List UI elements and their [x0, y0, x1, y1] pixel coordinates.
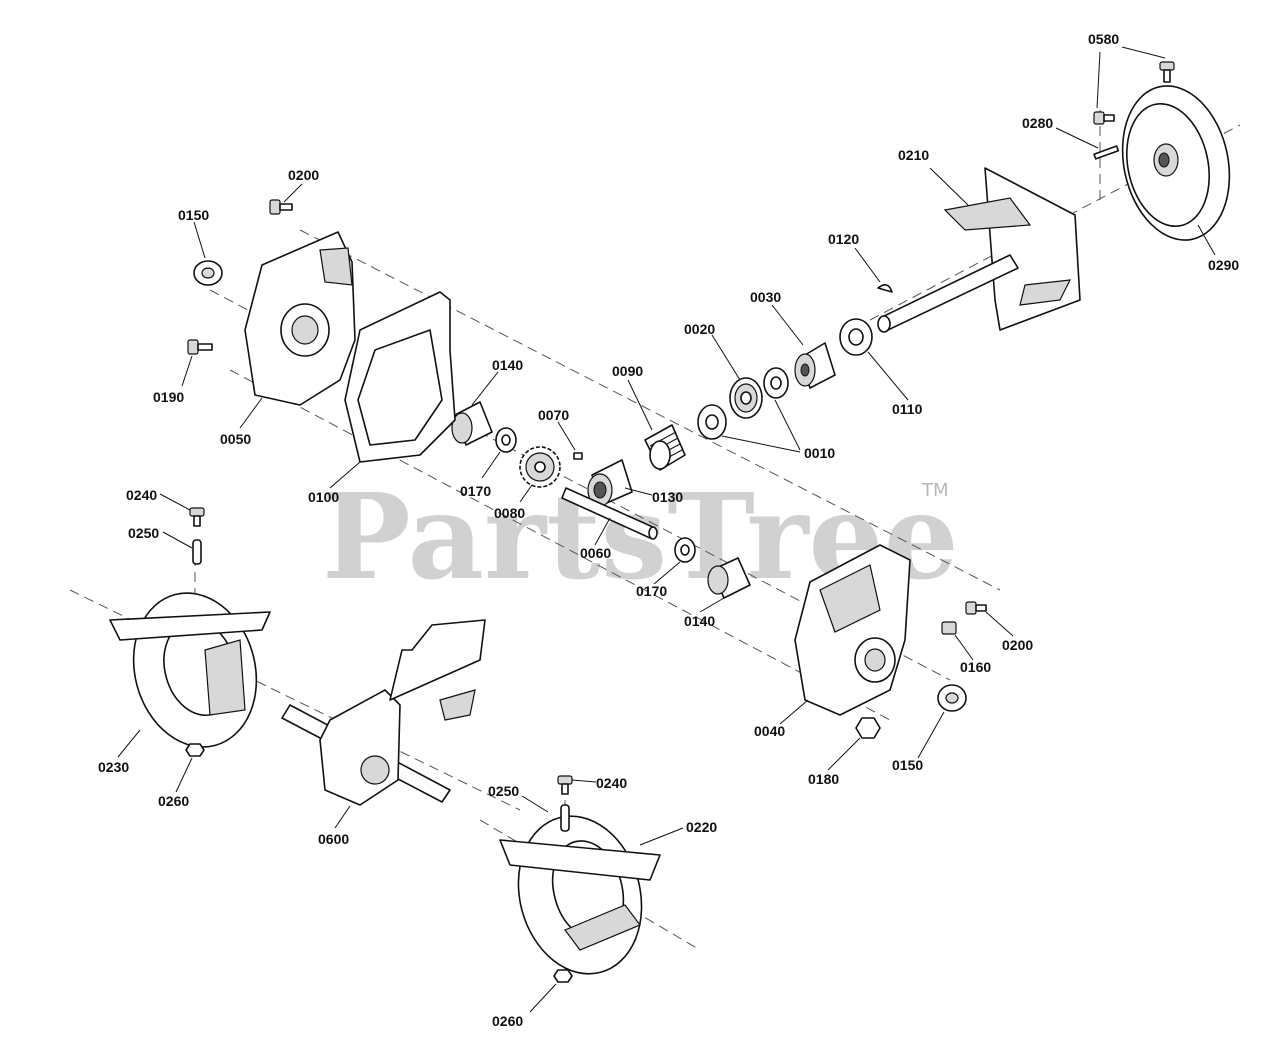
key-part — [1093, 145, 1120, 160]
hex-nut-0150-bottom — [937, 684, 967, 712]
trademark-mark: TM — [921, 480, 949, 501]
callout-0040: 0040 — [754, 723, 785, 739]
thrust-washer-part — [839, 318, 873, 356]
leader-lines — [117, 46, 1216, 1013]
woodruff-key-part — [877, 284, 893, 293]
spur-gear-part — [519, 446, 561, 488]
callout-0010: 0010 — [804, 445, 835, 461]
gasket-part — [344, 291, 456, 463]
callout-0230: 0230 — [98, 759, 129, 775]
callout-0080: 0080 — [494, 505, 525, 521]
flange-bearing-part — [794, 342, 836, 389]
callout-0130: 0130 — [652, 489, 683, 505]
callout-0070: 0070 — [538, 407, 569, 423]
callout-0160: 0160 — [960, 659, 991, 675]
callout-0140: 0140 — [492, 357, 523, 373]
washer-0170-bottom — [674, 537, 696, 563]
callout-0250: 0250 — [128, 525, 159, 541]
callout-0240: 0240 — [126, 487, 157, 503]
washer-outer-part — [763, 367, 789, 399]
callout-0120: 0120 — [828, 231, 859, 247]
carriage-bolt-top — [1159, 61, 1175, 83]
impeller-shaft-part — [877, 167, 1081, 333]
callout-0050: 0050 — [220, 431, 251, 447]
set-screw-0160 — [941, 621, 957, 635]
callout-0170-lower: 0170 — [636, 583, 667, 599]
hex-nut-0150-top — [193, 260, 223, 286]
callout-0290: 0290 — [1208, 257, 1239, 273]
worm-gear-part — [644, 424, 686, 471]
bushing-0140-bottom — [707, 557, 751, 599]
thrust-bearing-part — [729, 377, 763, 419]
drive-shaft-part — [561, 487, 658, 540]
carriage-bolt-side — [1093, 111, 1115, 125]
shear-bolt-0240-right — [557, 775, 573, 795]
callout-0220: 0220 — [686, 819, 717, 835]
callout-0200-lower: 0200 — [1002, 637, 1033, 653]
nut-0260-left — [185, 743, 205, 757]
spacer-0250-left — [192, 539, 202, 565]
callout-0580: 0580 — [1088, 31, 1119, 47]
auger-left-part — [109, 592, 271, 748]
callout-0060: 0060 — [580, 545, 611, 561]
washer-inner-part — [697, 404, 727, 440]
spacer-0250-right — [560, 804, 570, 832]
callout-0150-lower: 0150 — [892, 757, 923, 773]
gear-key-part — [573, 452, 583, 460]
callout-0170: 0170 — [460, 483, 491, 499]
bushing-0140-top — [451, 401, 493, 446]
callout-0260: 0260 — [158, 793, 189, 809]
gear-case-left-part — [244, 231, 356, 406]
callout-0090: 0090 — [612, 363, 643, 379]
auger-right-part — [499, 815, 661, 975]
callout-0210: 0210 — [898, 147, 929, 163]
nut-0180 — [855, 717, 881, 739]
shear-bolt-0240-left — [189, 507, 205, 527]
callout-0110: 0110 — [892, 401, 923, 417]
callout-0190: 0190 — [153, 389, 184, 405]
nut-0260-right — [553, 969, 573, 983]
sleeve-bearing-part — [587, 459, 633, 507]
callout-0280: 0280 — [1022, 115, 1053, 131]
callout-0260-lower: 0260 — [492, 1013, 523, 1029]
callout-0100: 0100 — [308, 489, 339, 505]
bolt-0200-top — [269, 199, 293, 215]
callout-0020: 0020 — [684, 321, 715, 337]
gearbox-assembly-part — [281, 619, 486, 806]
bolt-0200-bottom — [965, 601, 987, 615]
callout-0180: 0180 — [808, 771, 839, 787]
pulley-part — [1121, 85, 1231, 241]
callout-0250-lower: 0250 — [488, 783, 519, 799]
callout-0200: 0200 — [288, 167, 319, 183]
callout-0240-lower: 0240 — [596, 775, 627, 791]
gear-case-right-part — [794, 544, 911, 716]
bolt-0190 — [187, 339, 213, 355]
callout-0140-lower: 0140 — [684, 613, 715, 629]
callout-0600: 0600 — [318, 831, 349, 847]
callout-0150: 0150 — [178, 207, 209, 223]
callout-labels: 0580 0280 0210 0290 0120 0030 0110 0020 … — [98, 31, 1239, 1029]
washer-0170-top — [495, 427, 517, 453]
callout-0030: 0030 — [750, 289, 781, 305]
